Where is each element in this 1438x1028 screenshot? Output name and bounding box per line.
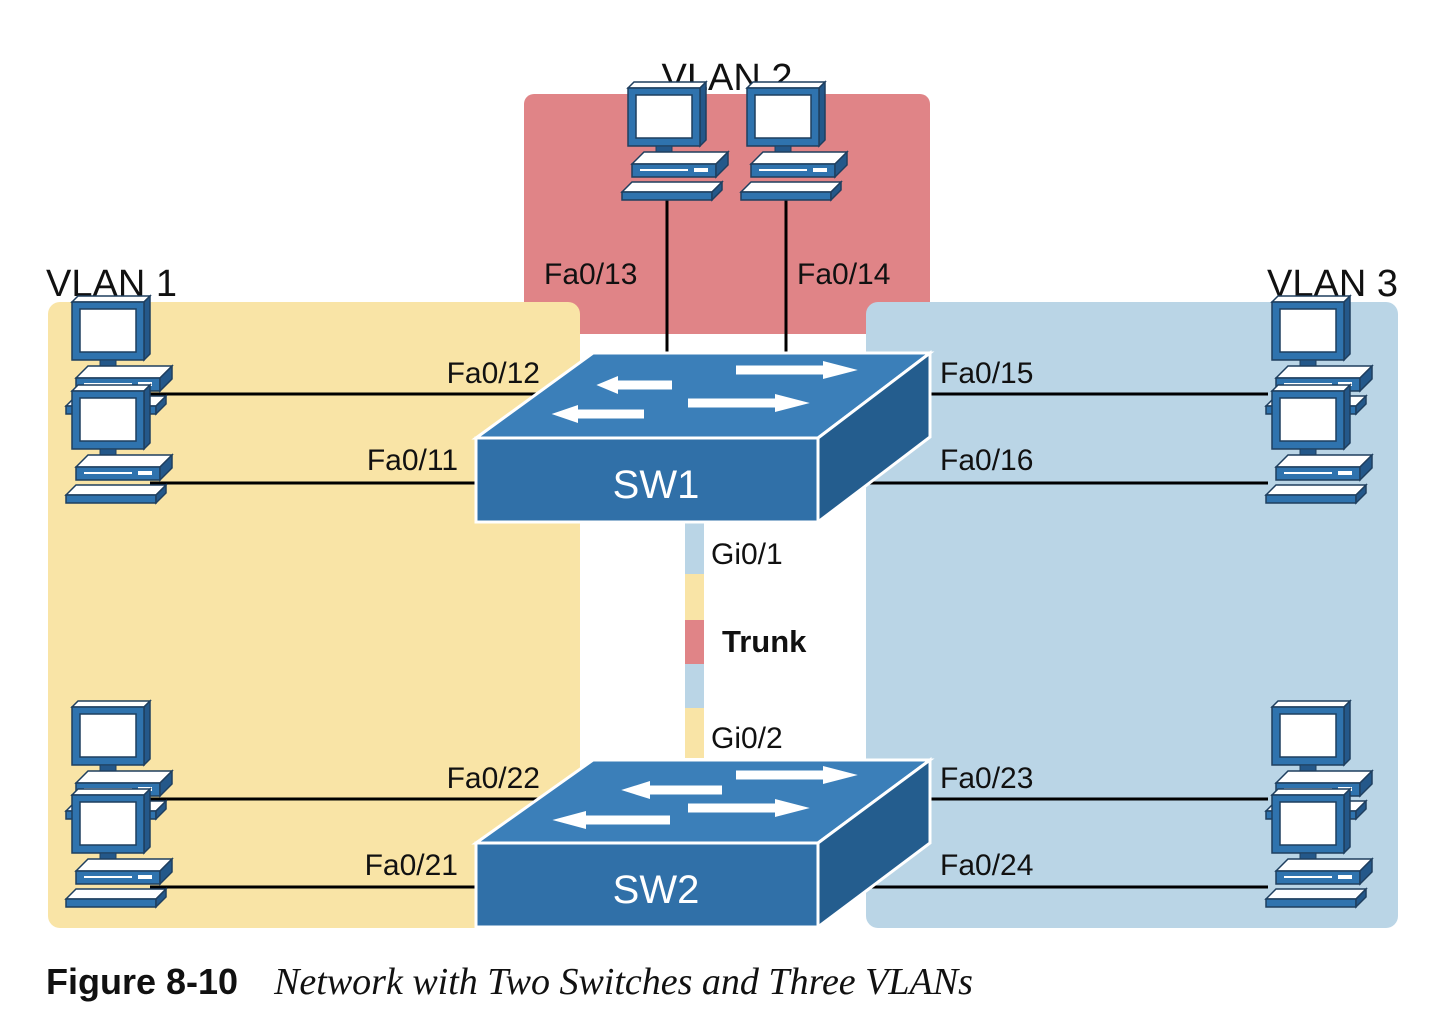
port-label-fa0-15: Fa0/15: [940, 357, 1033, 390]
port-label-fa0-16: Fa0/16: [940, 444, 1033, 477]
switch-sw2-label: SW2: [613, 868, 700, 912]
network-diagram: VLAN 2 VLAN 1 VLAN 3: [46, 57, 1398, 930]
port-label-fa0-24: Fa0/24: [940, 849, 1033, 882]
port-label-fa0-21: Fa0/21: [365, 849, 458, 882]
switch-sw1: SW1: [471, 349, 935, 526]
port-label-fa0-11: Fa0/11: [367, 444, 458, 477]
trunk-label: Trunk: [722, 624, 807, 659]
port-label-gi0-2: Gi0/2: [711, 722, 783, 755]
switch-sw2: SW2: [471, 757, 935, 930]
figure-caption: Figure 8-10 Network with Two Switches and…: [46, 960, 973, 1004]
port-label-fa0-12: Fa0/12: [447, 357, 540, 390]
figure-title: Network with Two Switches and Three VLAN…: [274, 961, 973, 1003]
vlan-2-area: [524, 94, 930, 334]
switch-sw1-label: SW1: [613, 463, 700, 507]
port-label-fa0-14: Fa0/14: [797, 258, 890, 291]
port-label-fa0-23: Fa0/23: [940, 762, 1033, 795]
port-label-fa0-13: Fa0/13: [544, 258, 637, 291]
vlan-1-area: [48, 302, 580, 928]
vlan-3-area: [866, 302, 1398, 928]
port-label-fa0-22: Fa0/22: [447, 762, 540, 795]
trunk-link: [685, 523, 704, 758]
access-links: [150, 200, 1268, 889]
port-label-gi0-1: Gi0/1: [711, 538, 783, 571]
figure-number: Figure 8-10: [46, 961, 239, 1002]
